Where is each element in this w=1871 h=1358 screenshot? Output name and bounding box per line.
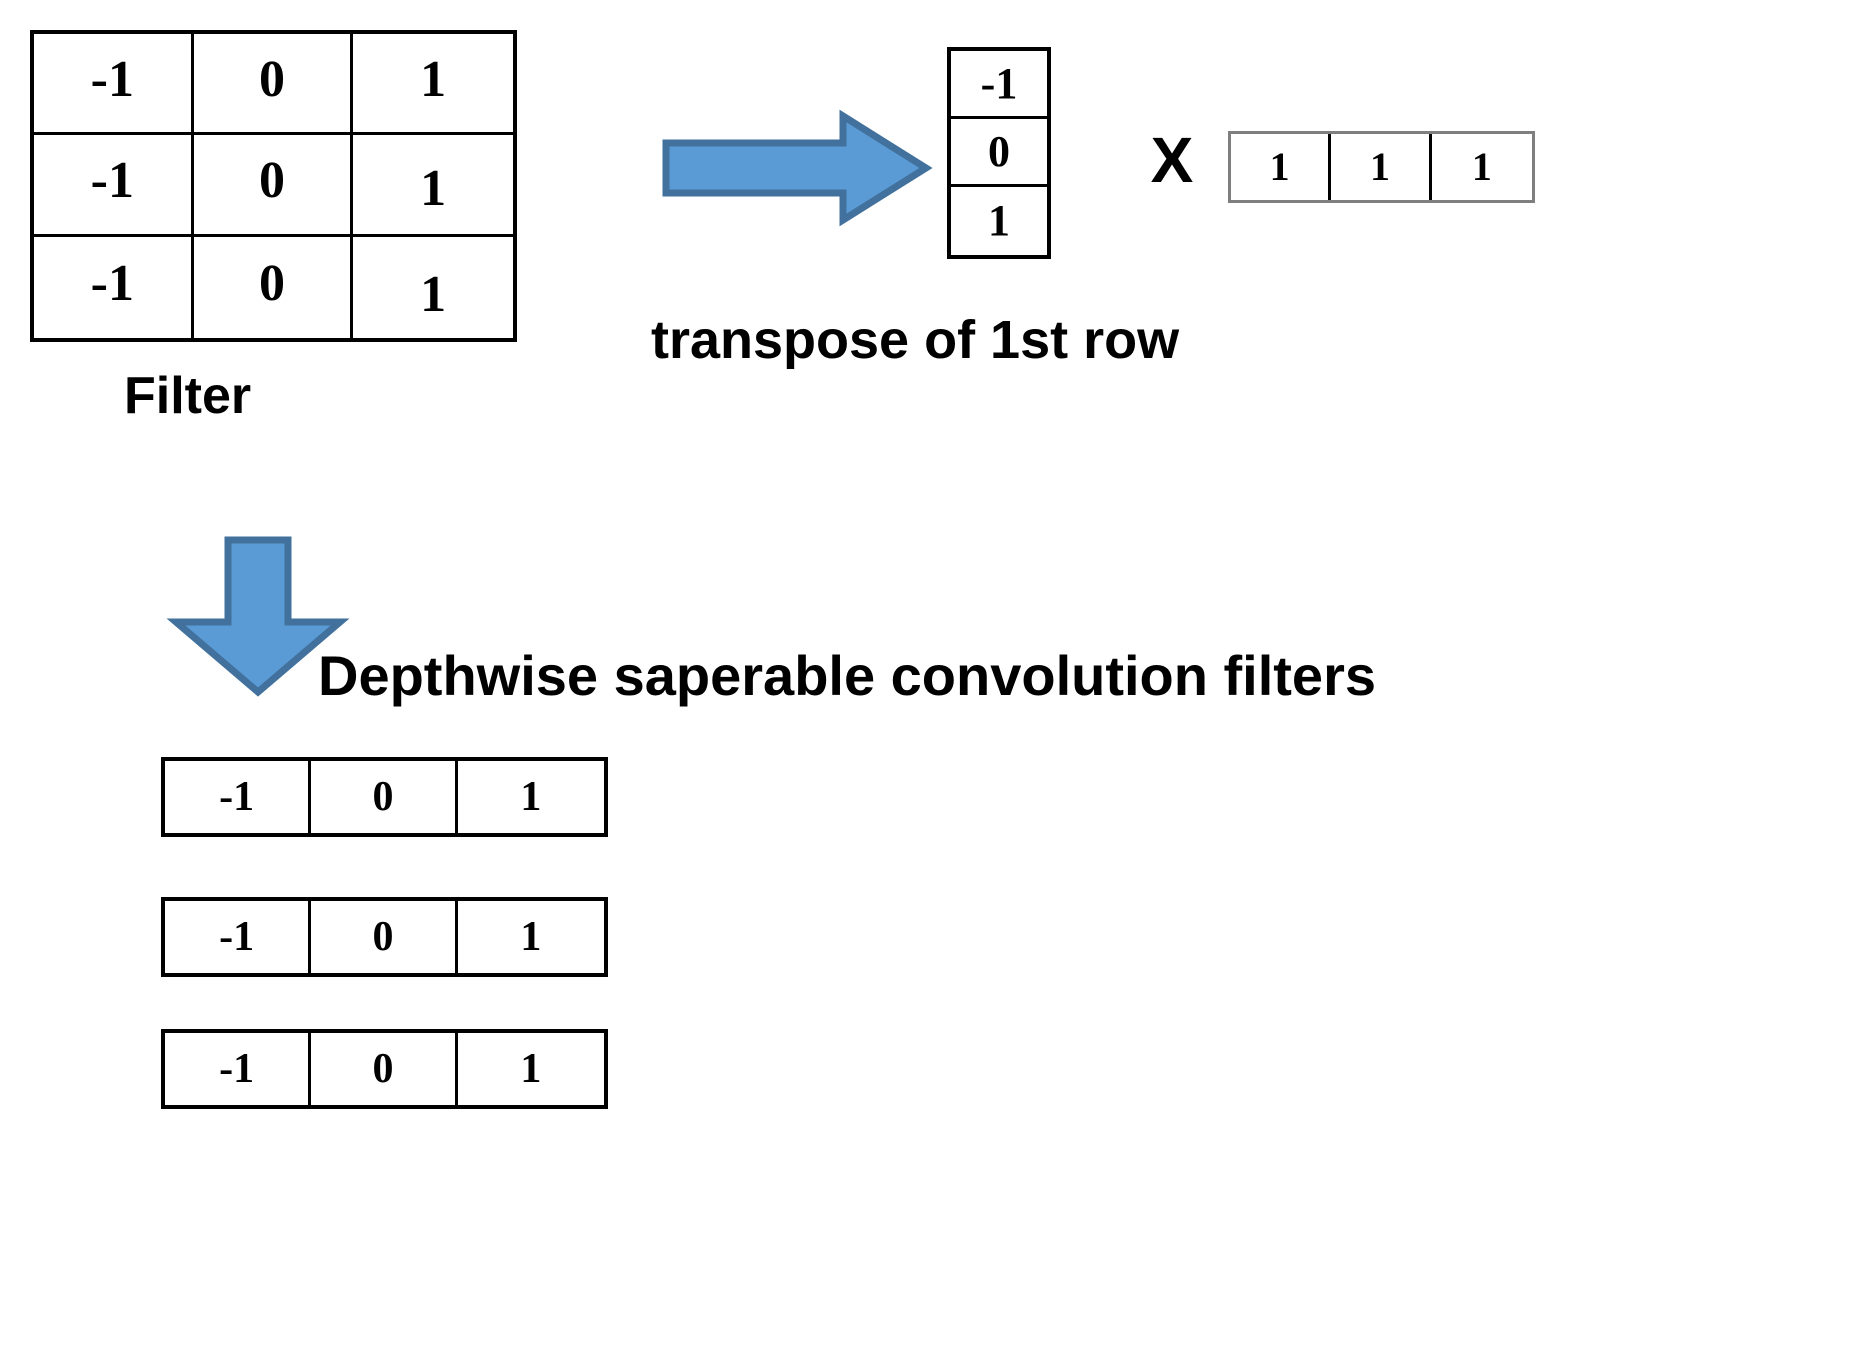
- filter-cell-r1c0: -1: [34, 135, 194, 237]
- filter-cell-r2c1: 0: [193, 236, 354, 338]
- multiply-icon: X: [1150, 124, 1194, 196]
- row-vector-cell-2: 1: [1431, 134, 1532, 200]
- sep3-cell-1: 0: [311, 1033, 458, 1105]
- filter-label: Filter: [124, 367, 252, 425]
- sep2-cell-1: 0: [311, 901, 458, 973]
- transpose-cell-0: -1: [951, 51, 1047, 119]
- filter-cell-r0c1: 0: [193, 34, 354, 136]
- filter-cell-r2c2: 1: [353, 236, 513, 338]
- separable-filter-row-3: -1 0 1: [161, 1029, 608, 1109]
- transpose-cell-1: 0: [951, 119, 1047, 187]
- row-vector-cell-1: 1: [1331, 134, 1432, 200]
- sep1-cell-2: 1: [457, 761, 604, 833]
- arrow-down-icon: [158, 440, 358, 700]
- row-vector: 1 1 1: [1228, 131, 1535, 203]
- filter-cell-r0c2: 1: [353, 34, 513, 136]
- transpose-column-vector: -1 0 1: [947, 47, 1051, 259]
- filter-cell-r0c0: -1: [34, 34, 194, 136]
- separable-filter-row-2: -1 0 1: [161, 897, 608, 977]
- sep3-cell-0: -1: [165, 1033, 312, 1105]
- sep1-cell-0: -1: [165, 761, 312, 833]
- sep1-cell-1: 0: [311, 761, 458, 833]
- row-vector-cell-0: 1: [1231, 134, 1332, 200]
- sep2-cell-2: 1: [457, 901, 604, 973]
- separable-filter-row-1: -1 0 1: [161, 757, 608, 837]
- arrow-right-icon: [558, 108, 938, 228]
- transpose-cell-2: 1: [951, 187, 1047, 255]
- filter-cell-r1c1: 0: [193, 135, 354, 237]
- transpose-label: transpose of 1st row: [651, 310, 1180, 370]
- filter-matrix: -1 0 1 -1 0 1 -1 0 1: [30, 30, 517, 342]
- sep2-cell-0: -1: [165, 901, 312, 973]
- sep3-cell-2: 1: [457, 1033, 604, 1105]
- depthwise-separable-label: Depthwise saperable convolution filters: [318, 644, 1377, 707]
- filter-cell-r1c2: 1: [353, 135, 513, 237]
- filter-cell-r2c0: -1: [34, 236, 194, 338]
